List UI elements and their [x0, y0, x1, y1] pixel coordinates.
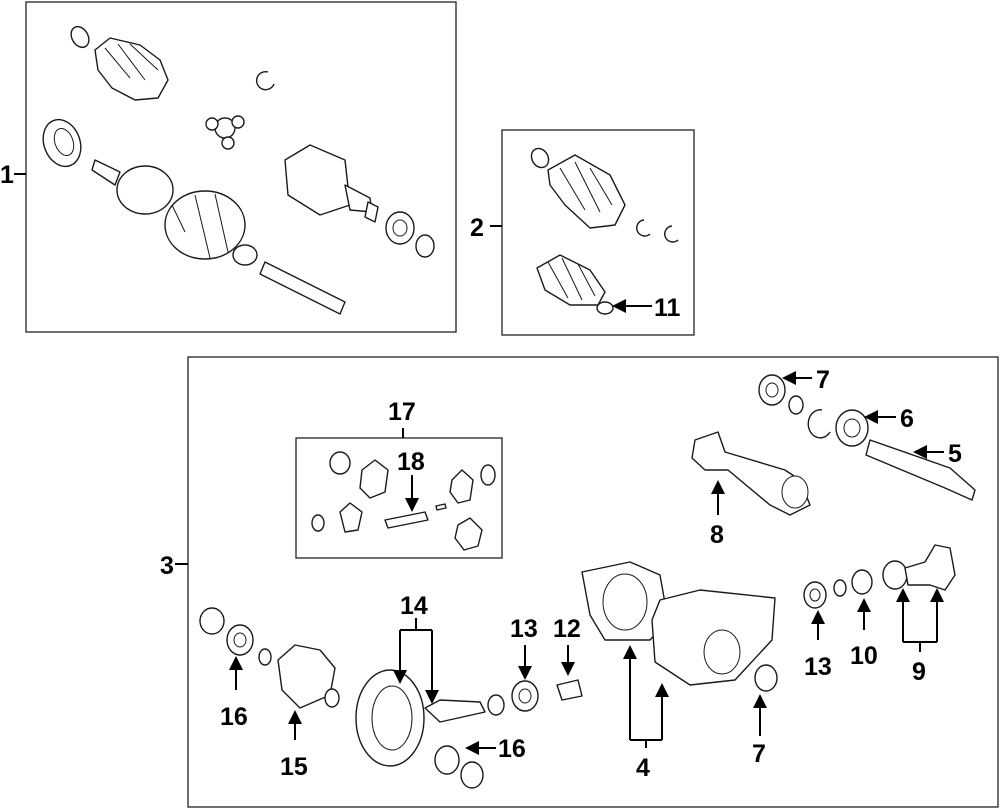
differential-gear-kit-box — [295, 437, 503, 559]
callout-4-label: 4 — [636, 754, 650, 782]
outer-boot — [547, 154, 626, 229]
callout-7a-label: 7 — [816, 366, 830, 394]
axle-shaft-assembly-group — [25, 1, 457, 333]
axle-housing-8 — [691, 431, 811, 516]
callout-3: 3 — [160, 552, 188, 580]
callout-13a-label: 13 — [510, 615, 538, 643]
callout-3-label: 3 — [160, 552, 174, 580]
callout-16b-label: 16 — [498, 735, 526, 763]
callout-13b-label: 13 — [804, 653, 832, 681]
axle-shaft-5 — [865, 439, 976, 501]
callout-16a-label: 16 — [220, 703, 248, 731]
oil-seal-10 — [851, 569, 873, 595]
callout-5: 5 — [913, 440, 962, 468]
callout-6: 6 — [864, 405, 914, 433]
companion-flange-9 — [904, 544, 956, 591]
boot-kit-group — [501, 129, 695, 336]
callout-14-label: 14 — [400, 592, 428, 620]
pinion-gear — [454, 517, 483, 551]
callout-13b: 13 — [804, 610, 832, 681]
differential-case-15 — [277, 644, 336, 709]
callout-7b: 7 — [752, 694, 767, 768]
snap-ring — [664, 225, 679, 243]
callout-16a: 16 — [220, 656, 248, 731]
callout-12: 12 — [553, 615, 581, 676]
intermediate-shaft — [259, 261, 346, 315]
callout-18-label: 18 — [397, 448, 425, 476]
snap-ring — [636, 219, 651, 237]
differential-assembly-box — [187, 356, 999, 808]
bearing-race — [460, 761, 484, 789]
inner-boot — [536, 254, 606, 306]
pinion-washer — [311, 514, 325, 532]
thrust-washer — [480, 464, 496, 486]
callout-1-label: 1 — [0, 161, 14, 189]
boot-clamp — [70, 25, 90, 49]
callout-6-label: 6 — [900, 405, 914, 433]
callout-7b-label: 7 — [752, 740, 766, 768]
callout-8-label: 8 — [710, 521, 724, 549]
thrust-washer — [329, 451, 351, 475]
side-gear — [359, 459, 389, 499]
seal-9 — [882, 560, 908, 590]
callout-7a: 7 — [782, 366, 830, 394]
hole-snap-ring — [807, 409, 831, 439]
axle-shaft-assembly-box — [25, 1, 457, 333]
callout-4: 4 — [623, 645, 669, 782]
callout-9-label: 9 — [912, 658, 926, 686]
callout-8: 8 — [710, 480, 725, 549]
collapsible-spacer-12 — [556, 679, 583, 701]
callout-14: 14 — [393, 592, 439, 704]
drive-pinion-14 — [424, 699, 486, 723]
tripod-joint — [205, 115, 245, 150]
boot-clamp-11 — [596, 301, 614, 315]
spacer — [258, 648, 272, 666]
side-gear — [449, 469, 474, 504]
callout-11-label: 11 — [654, 294, 681, 322]
bearing-16b — [434, 745, 460, 775]
callout-17-label: 17 — [388, 398, 416, 426]
boot-kit-box — [501, 129, 695, 336]
callout-12-label: 12 — [553, 615, 581, 643]
cv-boot — [94, 37, 169, 101]
bearing — [487, 694, 505, 716]
pinion-shaft — [384, 511, 429, 529]
boot-clamp — [530, 147, 550, 169]
callout-1: 1 — [0, 161, 26, 189]
lock-pin — [435, 503, 447, 511]
callout-15: 15 — [280, 710, 308, 781]
bearing — [324, 688, 340, 708]
callout-17: 17 — [388, 398, 416, 438]
snap-ring — [788, 395, 804, 415]
callout-16b: 16 — [465, 735, 526, 763]
callout-15-label: 15 — [280, 753, 308, 781]
callout-13a: 13 — [510, 615, 538, 680]
oil-seal — [199, 607, 225, 635]
callout-2-label: 2 — [470, 214, 484, 242]
snap-ring — [255, 70, 275, 91]
callout-10-label: 10 — [850, 642, 878, 670]
callout-10: 10 — [850, 598, 878, 670]
callout-5-label: 5 — [948, 440, 962, 468]
differential-gear-kit-group — [295, 437, 503, 559]
callout-18: 18 — [397, 448, 425, 512]
callout-11: 11 — [612, 294, 681, 322]
callout-2: 2 — [470, 214, 502, 242]
callout-9: 9 — [896, 588, 944, 686]
oil-seal-7b — [754, 664, 778, 692]
inner-joint-housing — [284, 144, 379, 223]
pinion-gear — [339, 502, 363, 533]
outer-cv-joint — [91, 159, 258, 266]
spacer — [833, 579, 847, 597]
retaining-ring — [415, 234, 435, 258]
